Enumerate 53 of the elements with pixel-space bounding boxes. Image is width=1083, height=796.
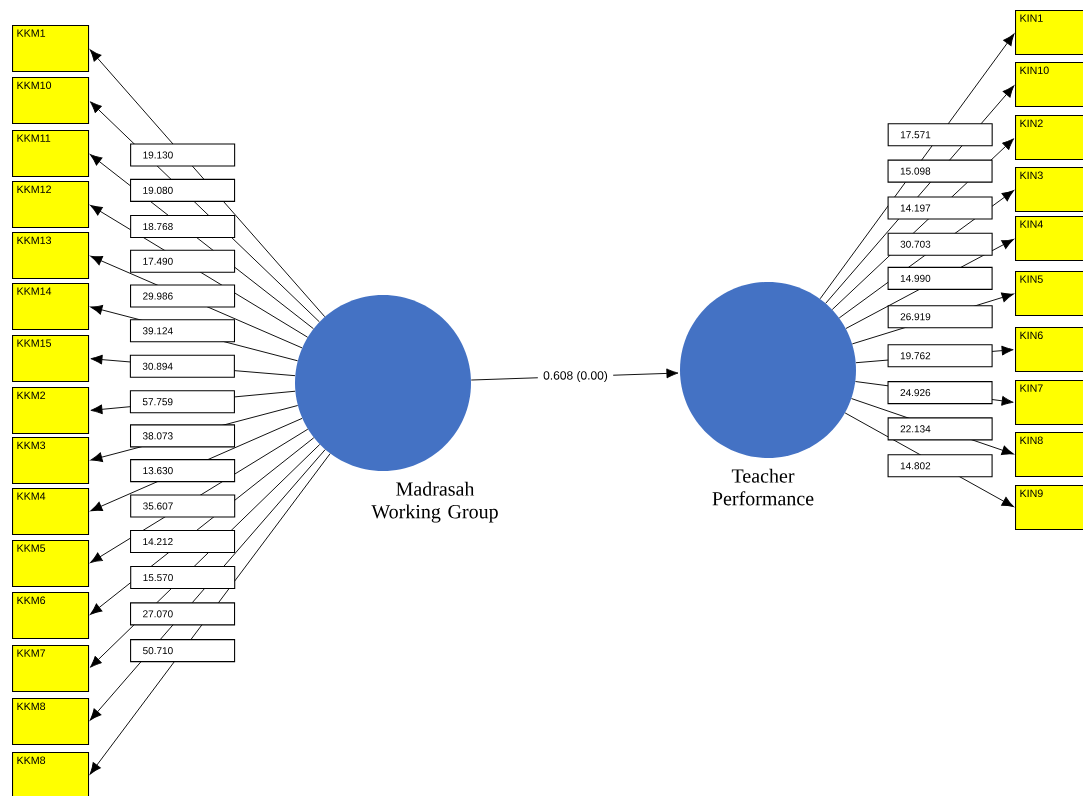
edge-label: 30.703 <box>887 232 993 256</box>
indicator-box: KKM5 <box>12 540 90 588</box>
edge-label: 30.894 <box>129 354 235 378</box>
edge-label: 50.710 <box>130 639 236 663</box>
edge-label: 14.212 <box>130 530 236 554</box>
indicator-box: KKM13 <box>12 232 90 280</box>
edge-label: 26.919 <box>887 305 993 329</box>
indicator-box: KIN3 <box>1015 167 1083 213</box>
indicator-box: KKM7 <box>12 645 90 693</box>
indicator-box: KKM2 <box>12 387 90 435</box>
indicator-box: KIN4 <box>1015 216 1083 262</box>
edge-label: 35.607 <box>130 494 236 518</box>
construct-label: Teacher Performance <box>712 468 814 506</box>
indicator-box: KKM10 <box>12 77 90 125</box>
edge-label: 27.070 <box>130 602 236 626</box>
indicator-box: KKM3 <box>12 437 90 485</box>
indicator-box: KIN7 <box>1015 380 1083 426</box>
edge-label: 14.197 <box>887 196 993 220</box>
edge-label: 29.986 <box>130 284 236 308</box>
edge-label: 17.571 <box>887 123 993 147</box>
indicator-box: KKM4 <box>12 488 90 536</box>
indicator-box: KIN1 <box>1015 10 1083 56</box>
indicator-box: KKM8 <box>12 698 90 746</box>
indicator-box: KKM15 <box>12 335 90 383</box>
indicator-box: KIN5 <box>1015 271 1083 317</box>
indicator-box: KKM6 <box>12 592 90 640</box>
edge-label: 17.490 <box>130 249 236 273</box>
indicator-box: KKM8 <box>12 752 90 796</box>
indicator-box: KKM1 <box>12 25 90 73</box>
edge-label: 57.759 <box>129 390 235 414</box>
edge-label: 19.080 <box>130 178 236 202</box>
indicator-box: KIN2 <box>1015 115 1083 161</box>
indicator-box: KKM14 <box>12 283 90 331</box>
construct-label: Madrasah Working Group <box>371 481 498 523</box>
edge-label: 38.073 <box>130 424 236 448</box>
edge-label: 15.098 <box>887 159 993 183</box>
indicator-box: KKM11 <box>12 130 90 178</box>
indicator-box: KKM12 <box>12 181 90 229</box>
edge-label: 15.570 <box>130 566 236 590</box>
indicator-box: KIN9 <box>1015 485 1083 531</box>
edge-label: 18.768 <box>130 215 236 239</box>
edge-label: 14.802 <box>887 454 993 478</box>
edge-label: 13.630 <box>130 459 236 483</box>
edge-label: 14.990 <box>887 266 993 290</box>
indicator-box: KIN6 <box>1015 327 1083 373</box>
indicator-box: KIN8 <box>1015 432 1083 478</box>
edge-label: 39.124 <box>129 319 236 343</box>
edge-label: 22.134 <box>887 417 993 441</box>
edge-label: 19.762 <box>887 344 993 368</box>
edge-label: 0.608 (0.00) <box>537 365 614 388</box>
edge-label: 24.926 <box>887 381 993 405</box>
edge-label: 19.130 <box>130 143 236 167</box>
indicator-box: KIN10 <box>1015 62 1083 108</box>
